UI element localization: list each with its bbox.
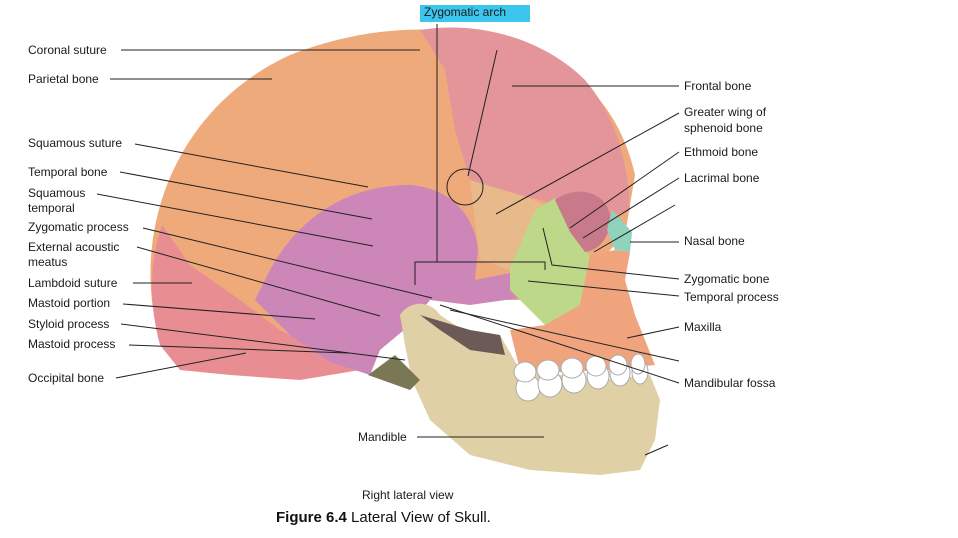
line-lacrimal-bone	[582, 177, 680, 239]
label-parietal-bone: Parietal bone	[28, 72, 99, 86]
line-mandibular-fossa	[439, 304, 680, 384]
label-styloid-process: Styloid process	[28, 317, 110, 331]
zygomatic-bone-region	[510, 198, 595, 325]
posterior-gap	[420, 315, 505, 355]
label-temporal-process: Temporal process	[684, 290, 779, 304]
line-temporal-process	[527, 280, 680, 297]
figure-title: Lateral View of Skull.	[346, 509, 491, 526]
label-mandibular-fossa: Mandibular fossa	[684, 376, 776, 390]
label-temporal-bone: Temporal bone	[28, 165, 108, 179]
line-ethmoid-bone	[569, 151, 680, 229]
line-upper-teeth	[449, 309, 680, 362]
line-zygomatic-process	[142, 227, 433, 299]
label-mandible: Mandible	[358, 430, 407, 444]
label-frontal-bone: Frontal bone	[684, 79, 752, 93]
line-mastoid-portion	[122, 303, 316, 320]
label-maxilla: Maxilla	[684, 320, 722, 334]
temporal-bone-region	[255, 185, 520, 375]
label-mastoid-process: Mastoid process	[28, 337, 116, 351]
occipital-bone-region	[151, 225, 360, 380]
maxilla-region	[510, 250, 655, 372]
figure-caption: Figure 6.4 Lateral View of Skull.	[276, 509, 491, 526]
label-squamous-suture: Squamous suture	[28, 136, 123, 150]
label-lambdoid-suture: Lambdoid suture	[28, 276, 118, 290]
line-squamous-suture	[134, 143, 369, 188]
pterion-circle	[446, 168, 484, 206]
label-zygomatic-process: Zygomatic process	[28, 220, 129, 234]
label-coronal-suture: Coronal suture	[28, 43, 107, 57]
line-greater-wing	[495, 112, 680, 215]
frontal-bone-region	[420, 27, 630, 220]
line-zygomatic-bone	[542, 227, 680, 280]
label-zygomatic-arch: Zygomatic arch	[420, 5, 531, 22]
teeth-row	[513, 353, 649, 402]
label-occipital-bone: Occipital bone	[28, 371, 105, 385]
label-external-acoustic-2: meatus	[28, 255, 68, 269]
label-ethmoid-bone: Ethmoid bone	[684, 145, 759, 159]
orbit-region	[555, 191, 611, 252]
label-greater-wing-1: Greater wing of	[684, 105, 767, 119]
label-mastoid-portion: Mastoid portion	[28, 296, 111, 310]
line-frontal-inner	[467, 49, 498, 177]
line-styloid-process	[120, 323, 406, 361]
line-lacrimal-2	[593, 204, 676, 253]
line-temporal-bone	[119, 171, 373, 220]
line-squamous-temporal	[96, 193, 374, 247]
line-chin	[644, 444, 669, 456]
nasal-bone-region	[607, 210, 632, 252]
mastoid-shadow	[368, 355, 420, 390]
line-occipital-bone	[115, 352, 247, 379]
figure-number: Figure 6.4	[276, 509, 347, 526]
view-caption: Right lateral view	[362, 488, 454, 502]
bracket-zygomatic-arch	[414, 261, 546, 285]
line-maxilla	[626, 326, 680, 339]
line-external-acoustic	[136, 246, 381, 317]
label-zygomatic-bone: Zygomatic bone	[684, 272, 770, 286]
label-lacrimal-bone: Lacrimal bone	[684, 171, 760, 185]
line-mastoid-process	[128, 344, 349, 354]
label-external-acoustic-1: External acoustic	[28, 240, 120, 254]
label-squamous-temporal-1: Squamous	[28, 186, 86, 200]
label-nasal-bone: Nasal bone	[684, 234, 745, 248]
label-squamous-temporal-2: temporal	[28, 201, 75, 215]
label-greater-wing-2: sphenoid bone	[684, 121, 763, 135]
